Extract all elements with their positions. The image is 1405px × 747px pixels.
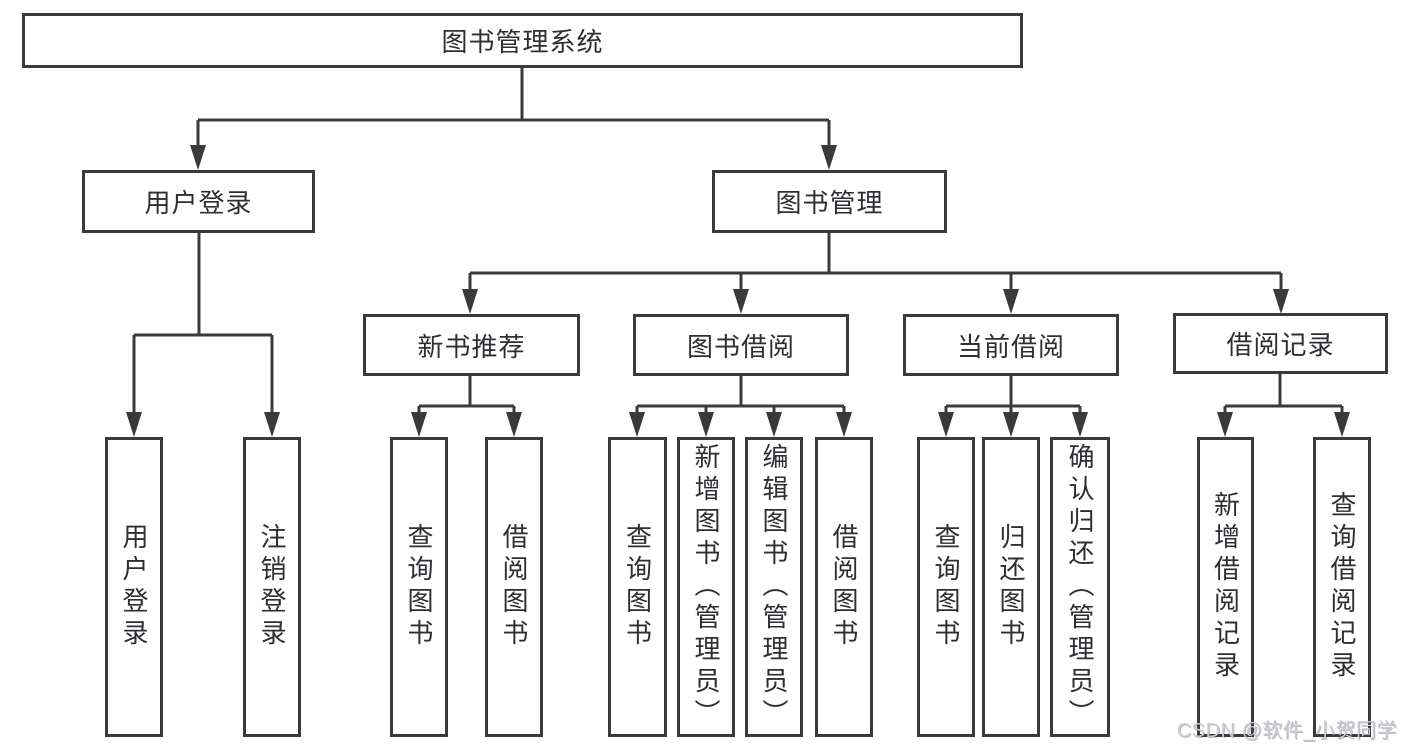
node-new-book-recommend-label: 新书推荐: [417, 331, 526, 362]
leaf-add-borrow-record: 新增借阅记录: [1197, 437, 1254, 737]
leaf-confirm-return-admin-label: 确认归还（管理员）: [1065, 443, 1095, 731]
leaf-add-books-admin: 新增图书（管理员）: [677, 437, 735, 737]
leaf-query-borrow-record: 查询借阅记录: [1313, 437, 1371, 737]
leaf-borrow-books-label: 借阅图书: [829, 523, 859, 651]
leaf-current-query-books: 查询图书: [917, 437, 975, 737]
node-book-management: 图书管理: [712, 170, 947, 233]
node-root: 图书管理系统: [22, 13, 1023, 68]
node-user-login: 用户登录: [82, 170, 315, 233]
leaf-current-query-books-label: 查询图书: [931, 523, 961, 651]
leaf-return-books-label: 归还图书: [996, 523, 1026, 651]
leaf-logout: 注销登录: [243, 437, 301, 737]
leaf-user-login-label: 用户登录: [119, 523, 149, 651]
leaf-confirm-return-admin: 确认归还（管理员）: [1050, 437, 1110, 737]
leaf-add-borrow-record-label: 新增借阅记录: [1210, 491, 1241, 683]
node-borrow-records-label: 借阅记录: [1226, 330, 1335, 360]
node-book-borrow-label: 图书借阅: [686, 331, 795, 362]
leaf-borrow-books: 借阅图书: [815, 437, 873, 737]
node-borrow-records: 借阅记录: [1173, 313, 1388, 374]
leaf-logout-label: 注销登录: [257, 523, 287, 651]
leaf-edit-books-admin: 编辑图书（管理员）: [745, 437, 803, 737]
leaf-recommend-query-books: 查询图书: [390, 437, 448, 737]
node-current-borrow: 当前借阅: [903, 314, 1119, 376]
node-book-management-label: 图书管理: [775, 188, 884, 218]
node-root-label: 图书管理系统: [441, 27, 604, 57]
leaf-user-login: 用户登录: [105, 437, 163, 737]
leaf-edit-books-admin-label: 编辑图书（管理员）: [759, 443, 789, 731]
leaf-add-books-admin-label: 新增图书（管理员）: [691, 443, 721, 731]
node-user-login-label: 用户登录: [144, 188, 253, 218]
node-book-borrow: 图书借阅: [633, 314, 849, 376]
node-current-borrow-label: 当前借阅: [956, 331, 1065, 362]
leaf-borrow-query-books: 查询图书: [608, 437, 667, 737]
leaf-query-borrow-record-label: 查询借阅记录: [1327, 491, 1357, 683]
watermark: CSDN @软件_小贺同学: [1176, 720, 1397, 742]
leaf-borrow-query-books-label: 查询图书: [622, 523, 653, 651]
leaf-return-books: 归还图书: [982, 437, 1040, 737]
leaf-recommend-query-books-label: 查询图书: [404, 523, 434, 651]
node-new-book-recommend: 新书推荐: [363, 314, 580, 376]
leaf-recommend-borrow-books-label: 借阅图书: [499, 523, 529, 651]
leaf-recommend-borrow-books: 借阅图书: [485, 437, 543, 737]
arrowhead-icons: [126, 145, 1350, 437]
